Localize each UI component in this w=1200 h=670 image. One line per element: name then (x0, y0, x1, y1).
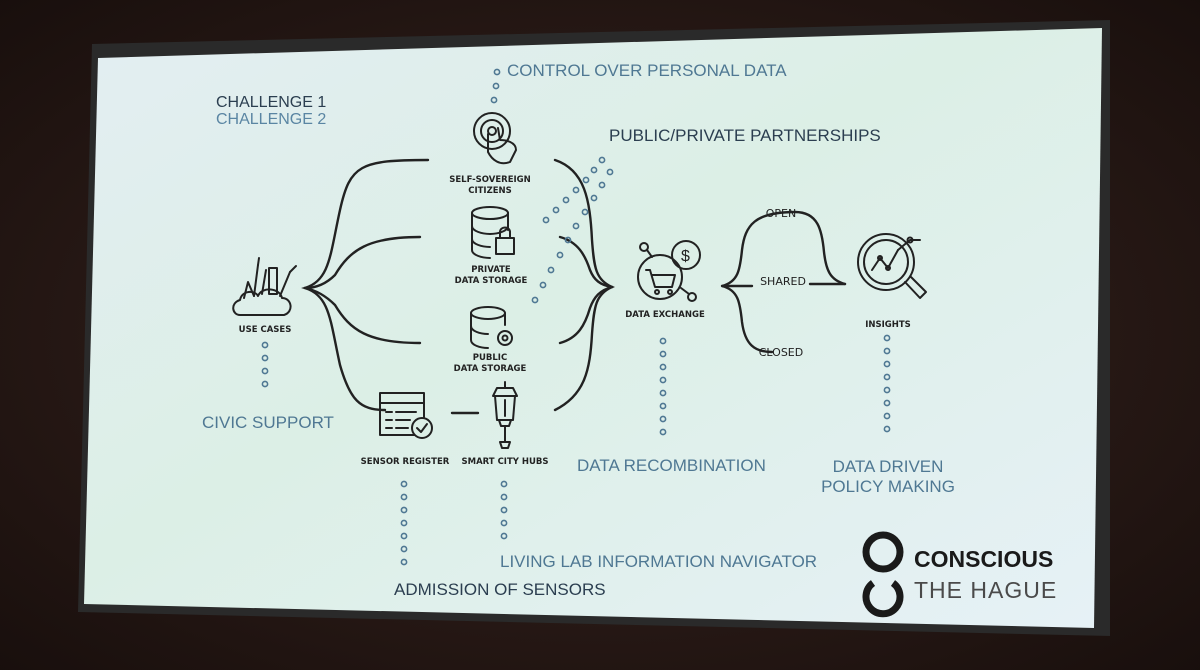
access-brace-right (793, 210, 847, 286)
label-closed: CLOSED (759, 346, 803, 359)
legend: CHALLENGE 1 CHALLENGE 2 (216, 94, 326, 128)
challenge-admission-sensors: ADMISSION OF SENSORS (394, 580, 606, 599)
street-lamp-icon (492, 381, 518, 449)
dots-partnerships-1 (542, 156, 606, 224)
label-insights: INSIGHTS (865, 320, 911, 330)
challenge-civic-support: CIVIC SUPPORT (202, 413, 334, 432)
left-brace-public (303, 286, 422, 345)
svg-text:$: $ (681, 248, 690, 265)
logo-mark (862, 531, 904, 618)
right-brace-private (558, 235, 614, 289)
right-brace-public (558, 285, 614, 345)
label-self-sovereign-2: CITIZENS (468, 186, 512, 196)
dots-admission-sensors (400, 480, 408, 566)
dots-data-recombination (659, 337, 667, 436)
challenge-control-personal-data: CONTROL OVER PERSONAL DATA (507, 61, 787, 80)
label-sensor-register: SENSOR REGISTER (361, 457, 450, 467)
dots-policy-making (883, 334, 891, 433)
insights-icon (857, 233, 927, 299)
challenge-data-driven-2: POLICY MAKING (821, 477, 955, 496)
legend-challenge-1: CHALLENGE 1 (216, 94, 326, 111)
left-brace-outer (301, 158, 430, 412)
label-private-storage-1: PRIVATE (471, 265, 511, 275)
left-brace-private (303, 235, 422, 290)
conscious-the-hague-logo: CONSCIOUS THE HAGUE (862, 531, 1057, 618)
dots-civic-support (261, 341, 269, 388)
label-shared: SHARED (760, 275, 806, 288)
label-open: OPEN (766, 207, 796, 220)
label-self-sovereign-1: SELF-SOVEREIGN (449, 175, 531, 185)
dots-partnerships-2 (531, 168, 614, 304)
label-data-exchange: DATA EXCHANGE (625, 310, 705, 320)
logo-line-2: THE HAGUE (914, 577, 1057, 603)
checklist-icon (379, 392, 433, 439)
challenge-data-recombination: DATA RECOMBINATION (577, 456, 766, 475)
data-exchange-icon: $ (637, 240, 701, 302)
label-smart-city-hubs: SMART CITY HUBS (461, 457, 548, 467)
challenge-public-private-partnerships: PUBLIC/PRIVATE PARTNERSHIPS (609, 126, 881, 145)
dots-control-personal-data (490, 68, 501, 104)
label-use-cases: USE CASES (239, 325, 292, 335)
challenge-living-lab: LIVING LAB INFORMATION NAVIGATOR (500, 552, 817, 571)
logo-line-1: CONSCIOUS (914, 546, 1053, 572)
challenge-data-driven-1: DATA DRIVEN (833, 457, 944, 476)
label-public-storage-2: DATA STORAGE (454, 364, 527, 374)
label-public-storage-1: PUBLIC (473, 353, 507, 363)
label-private-storage-2: DATA STORAGE (455, 276, 528, 286)
use-cases-icon (232, 257, 297, 316)
database-gear-icon (470, 306, 513, 349)
connector-lines (301, 158, 847, 415)
touch-target-icon (473, 112, 517, 165)
dots-living-lab (500, 480, 508, 540)
dotted-connectors (261, 68, 891, 566)
database-lock-icon (471, 206, 515, 259)
legend-challenge-2: CHALLENGE 2 (216, 111, 326, 128)
